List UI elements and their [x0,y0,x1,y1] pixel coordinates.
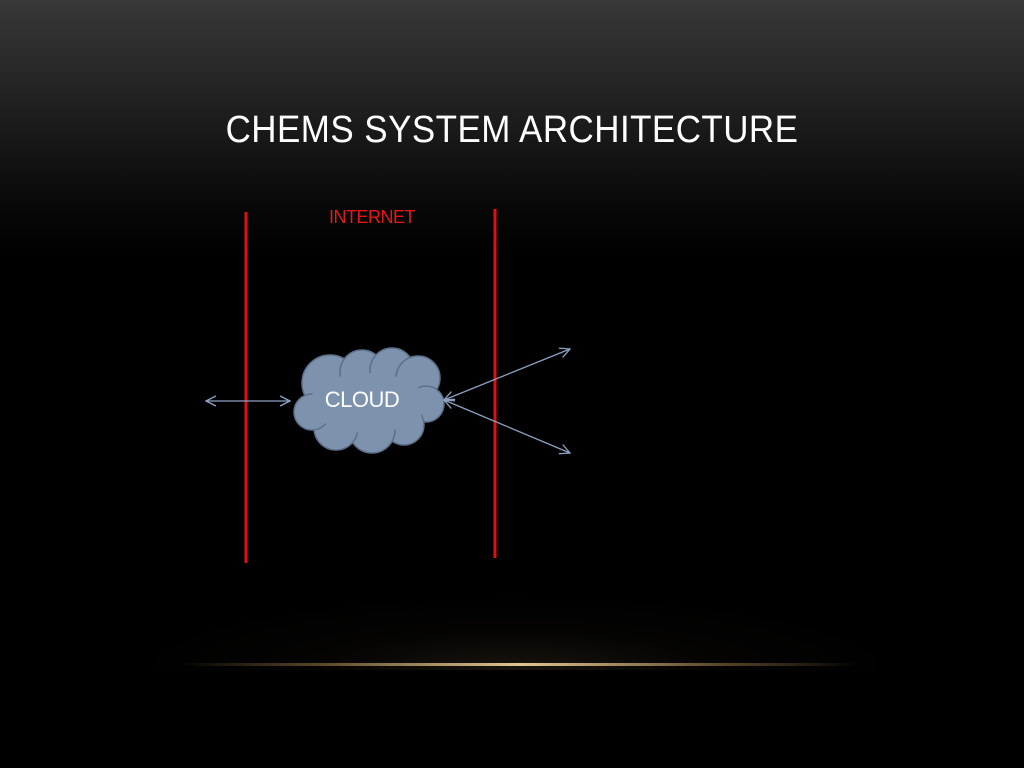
cloud-node [293,347,445,454]
cloud-label: CLOUD [324,387,400,412]
floor-glow [120,560,910,670]
internet-zone-label: INTERNET [329,207,416,227]
connector-upper-right [444,349,570,400]
footer-divider [180,663,860,666]
slide-title: CHEMS SYSTEM ARCHITECTURE [225,109,799,151]
connector-lower-right [444,400,570,453]
